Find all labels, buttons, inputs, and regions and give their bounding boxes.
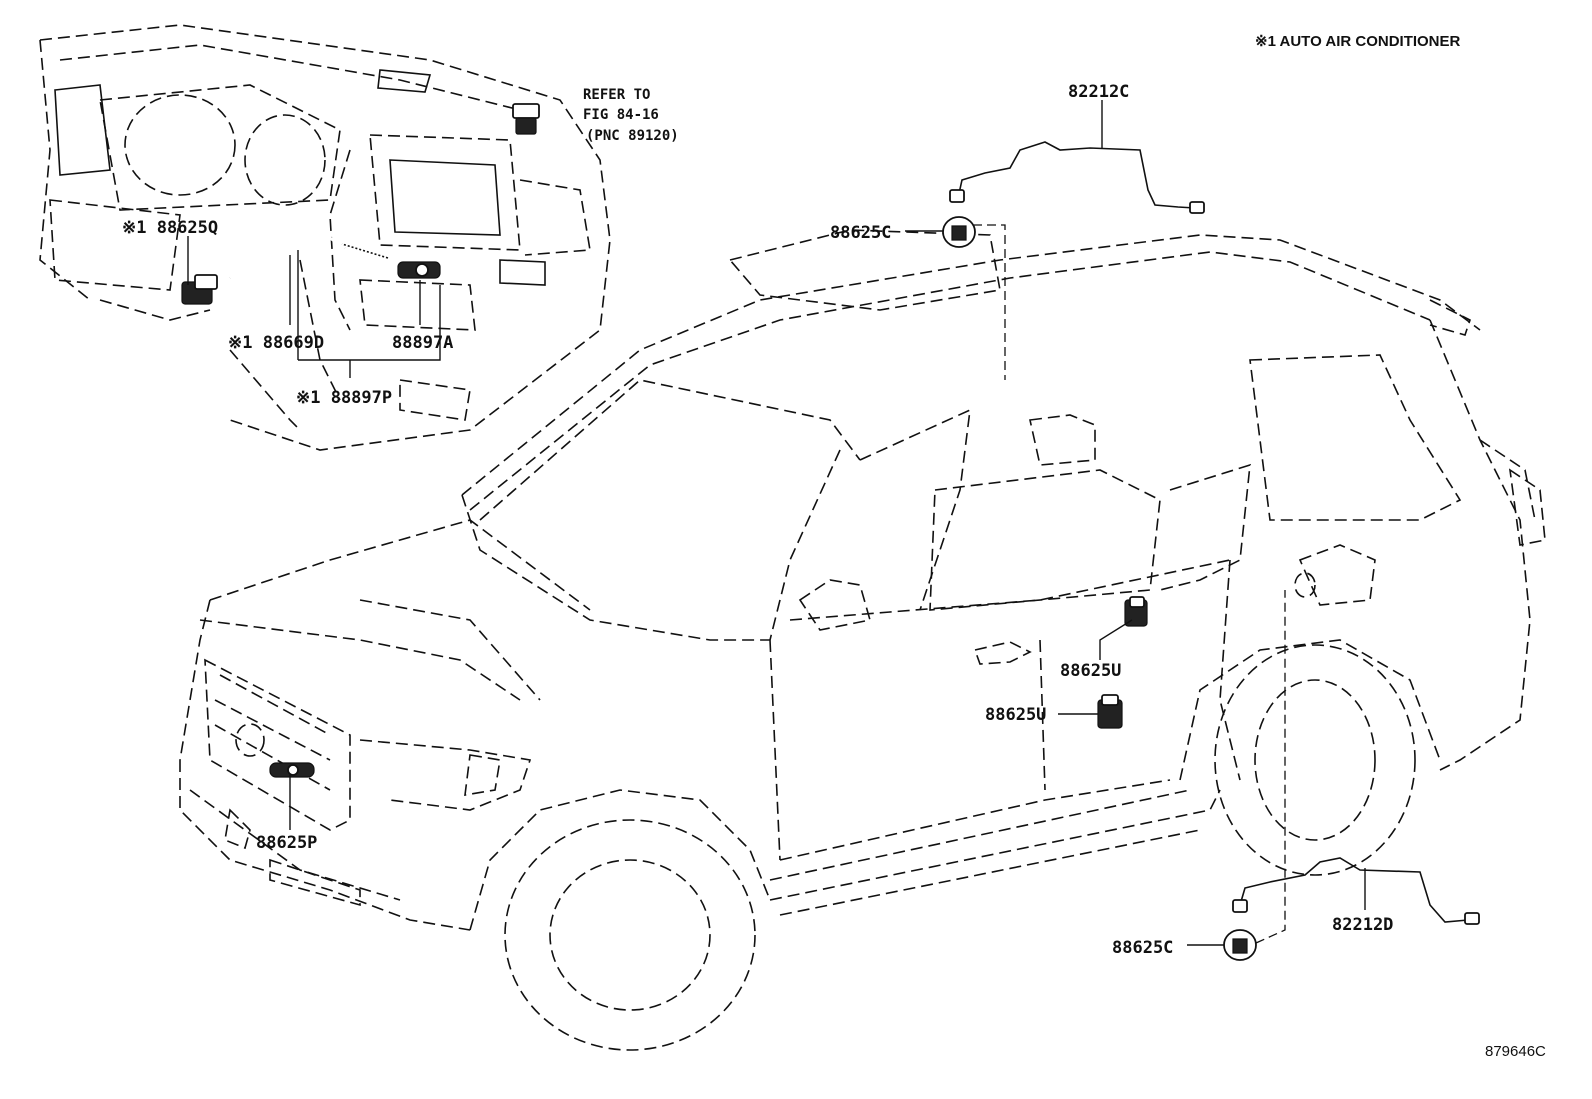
label-88625Q[interactable]: ※1 88625Q — [122, 218, 218, 238]
part-88625U-upper-sensor[interactable] — [1124, 596, 1148, 627]
label-88625P[interactable]: 88625P — [256, 833, 317, 853]
label-88669D[interactable]: ※1 88669D — [228, 333, 324, 353]
refer-to-line2[interactable]: FIG 84-16 — [583, 107, 659, 123]
label-88625C-bottom[interactable]: 88625C — [1112, 938, 1173, 958]
label-82212C[interactable]: 82212C — [1068, 82, 1129, 102]
part-88625Q-sensor[interactable] — [181, 274, 218, 305]
auto-ac-note: ※1 AUTO AIR CONDITIONER — [1255, 33, 1461, 50]
label-88625U-lower[interactable]: 88625U — [985, 705, 1046, 725]
label-88625U-upper[interactable]: 88625U — [1060, 661, 1121, 681]
part-88625U-lower-sensor[interactable] — [1097, 694, 1123, 729]
vehicle-outline — [179, 229, 1546, 1051]
label-88625C-top[interactable]: 88625C — [830, 223, 891, 243]
dashed-link-bottom — [1255, 590, 1286, 944]
part-88897A-sensor[interactable] — [397, 261, 441, 279]
label-82212D[interactable]: 82212D — [1332, 915, 1393, 935]
refer-to-line3[interactable]: (PNC 89120) — [586, 128, 679, 144]
bracket-88897P — [297, 250, 441, 378]
part-88625P-sensor[interactable] — [269, 762, 315, 778]
label-88897A[interactable]: 88897A — [392, 333, 453, 353]
label-88897P[interactable]: ※1 88897P — [296, 388, 392, 408]
part-88669D-hose[interactable] — [229, 236, 389, 280]
dashed-link-top — [973, 224, 1006, 380]
part-89120-refer[interactable] — [512, 103, 540, 135]
part-82212D-harness[interactable] — [1232, 857, 1480, 925]
refer-to-line1[interactable]: REFER TO — [583, 87, 650, 103]
part-82212C-harness[interactable] — [949, 141, 1205, 214]
leader-88625U-upper — [1099, 619, 1133, 660]
part-88625C-top-sensor[interactable] — [942, 216, 976, 248]
part-88625C-bottom-sensor[interactable] — [1223, 929, 1257, 961]
illustration-code: 879646C — [1485, 1043, 1546, 1060]
